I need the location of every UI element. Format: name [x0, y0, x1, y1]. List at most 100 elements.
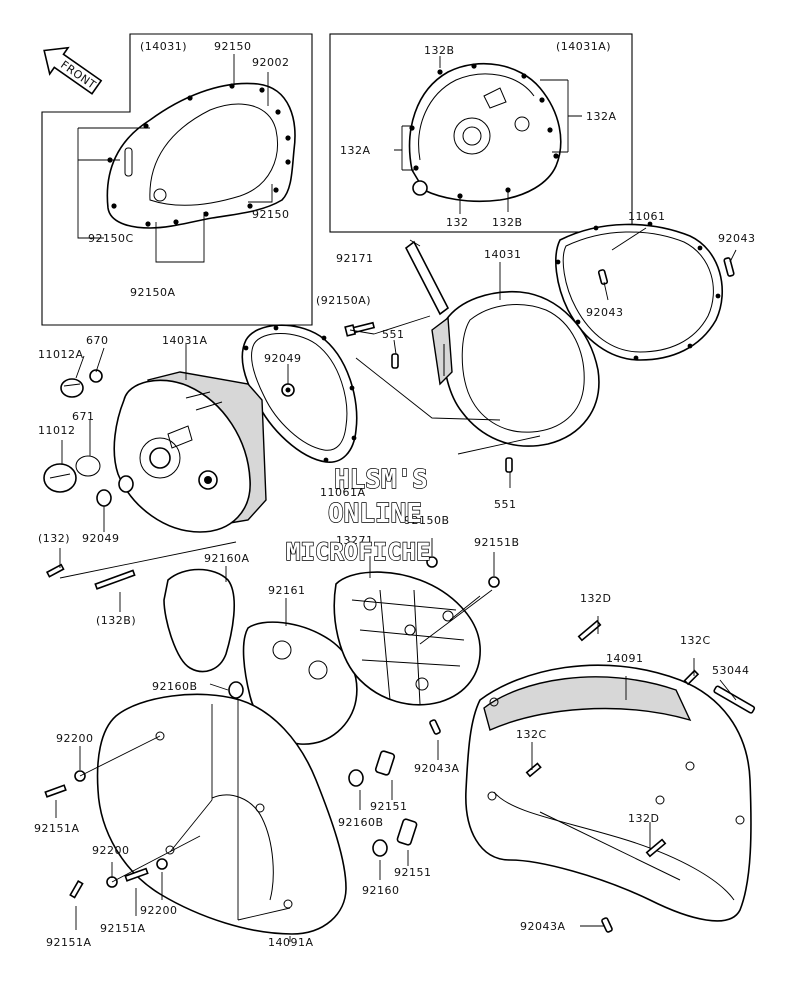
cover-drawing-left [106, 82, 296, 229]
clutch-cover-14031 [431, 290, 600, 447]
rod-53044 [713, 685, 756, 714]
part-label-11012a: 11012A [38, 348, 84, 361]
spacer-92160b-top [228, 681, 244, 699]
part-label-92043-top: 92043 [718, 232, 756, 245]
part-label-132c-top: 132C [680, 634, 711, 647]
part-label-14031-paren: (14031) [140, 40, 187, 53]
part-label-92049-top: 92049 [264, 352, 302, 365]
part-label-14031a-paren: (14031A) [556, 40, 611, 53]
o-ring-671 [75, 455, 101, 477]
part-label-92160b-top: 92160B [152, 680, 198, 693]
part-label-92160b-mid: 92160B [338, 816, 384, 829]
cover-detail-box-left [41, 33, 313, 326]
o-ring-670 [89, 369, 103, 383]
part-label-92200-left: 92200 [56, 732, 94, 745]
part-label-92002: 92002 [252, 56, 290, 69]
part-label-92043a-mid: 92043A [414, 762, 460, 775]
plate-92160a [163, 568, 235, 673]
cover-detail-box-right [329, 33, 633, 233]
inner-cover-14091 [465, 664, 752, 922]
part-label-92200-b2: 92200 [140, 904, 178, 917]
part-label-11061a: 11061A [320, 486, 366, 499]
part-label-92043-mid: 92043 [586, 306, 624, 319]
part-label-92160: 92160 [362, 884, 400, 897]
dowel-pin-551-bottom [505, 457, 513, 473]
part-label-14031: 14031 [484, 248, 522, 261]
bolt-92150b [426, 556, 438, 568]
generator-cover-14031a [113, 371, 267, 533]
part-label-11012: 11012 [38, 424, 76, 437]
dowel-pin-92043a-mid [429, 719, 441, 735]
dowel-pin-92043a-bot [601, 917, 613, 933]
front-arrow-icon: FRONT [43, 46, 103, 95]
part-label-92150a: 92150A [130, 286, 176, 299]
part-label-14091: 14091 [606, 652, 644, 665]
part-label-14091a: 14091A [268, 936, 314, 949]
part-label-132b-top: 132B [424, 44, 455, 57]
part-label-132b-paren: (132B) [96, 614, 136, 627]
part-label-92049-bottom: 92049 [82, 532, 120, 545]
stay-92171 [404, 240, 450, 316]
bolt-92151a-bot [69, 880, 84, 899]
plug-11012a [60, 378, 84, 398]
part-label-671: 671 [72, 410, 95, 423]
breather-plate-13271 [333, 571, 481, 706]
part-label-92150a-paren: (92150A) [316, 294, 371, 307]
washer-92200-b2 [156, 858, 168, 870]
leader-lines-box2 [394, 56, 582, 214]
part-label-14031a: 14031A [162, 334, 208, 347]
bolt-92151a-mid [124, 867, 149, 882]
part-label-92160a: 92160A [204, 552, 250, 565]
part-label-13271: 13271 [336, 534, 374, 547]
spacer-92160b-mid [348, 769, 364, 787]
part-label-132-paren: (132) [38, 532, 70, 545]
bolt-92151b [488, 576, 500, 588]
part-label-92151b: 92151B [474, 536, 520, 549]
bolt-132c-top [683, 669, 700, 686]
part-label-132a-right: 132A [586, 110, 617, 123]
part-label-670: 670 [86, 334, 109, 347]
gasket-11061a [241, 324, 358, 463]
part-label-132d-bot: 132D [628, 812, 659, 825]
plate-92161 [242, 621, 358, 745]
part-label-53044: 53044 [712, 664, 750, 677]
part-label-92151a-left: 92151A [34, 822, 80, 835]
spacer-92151-bot [396, 818, 418, 846]
part-label-92151a-bot: 92151A [46, 936, 92, 949]
watermark-line3: MICROFICHE [286, 538, 431, 566]
part-label-92150b: 92150B [404, 514, 450, 527]
cover-drawing-right [408, 62, 562, 203]
part-label-92043a-bot: 92043A [520, 920, 566, 933]
spacer-92160 [372, 839, 388, 857]
box2-labels: 132B (14031A) 132A 132A 132 132B [340, 40, 617, 229]
dowel-pin-551-top [391, 353, 399, 369]
part-label-92150: 92150 [214, 40, 252, 53]
watermark: HLSM'S ONLINE MICROFICHE [285, 464, 431, 566]
part-label-132d-top: 132D [580, 592, 611, 605]
watermark-line2: ONLINE [328, 499, 422, 529]
bolt-92150a [344, 321, 376, 337]
bolt-132 [45, 563, 65, 578]
spacer-92151-mid [374, 750, 396, 776]
leader-lines-lower [55, 538, 737, 942]
plug-11012 [43, 463, 77, 493]
outer-cover-14091a [96, 693, 347, 935]
part-label-92200-b1: 92200 [92, 844, 130, 857]
bolt-132d-bot [645, 838, 667, 858]
part-labels: 11061 92043 92171 14031 (92150A) 551 920… [34, 210, 756, 949]
part-label-132b-bottom: 132B [492, 216, 523, 229]
part-label-92150-right: 92150 [252, 208, 290, 221]
part-label-92151a-mid: 92151A [100, 922, 146, 935]
part-label-551-top: 551 [382, 328, 405, 341]
bolt-132d-top [577, 619, 602, 642]
dowel-pin-92043-top [723, 257, 735, 277]
part-label-132: 132 [446, 216, 469, 229]
oil-seal-92049 [96, 475, 134, 507]
part-label-132a-left: 132A [340, 144, 371, 157]
leader-lines-box1 [77, 54, 273, 263]
part-label-92161: 92161 [268, 584, 306, 597]
leader-lines-middle [59, 227, 737, 612]
part-label-92171: 92171 [336, 252, 374, 265]
bolt-92151a-left [44, 784, 67, 798]
